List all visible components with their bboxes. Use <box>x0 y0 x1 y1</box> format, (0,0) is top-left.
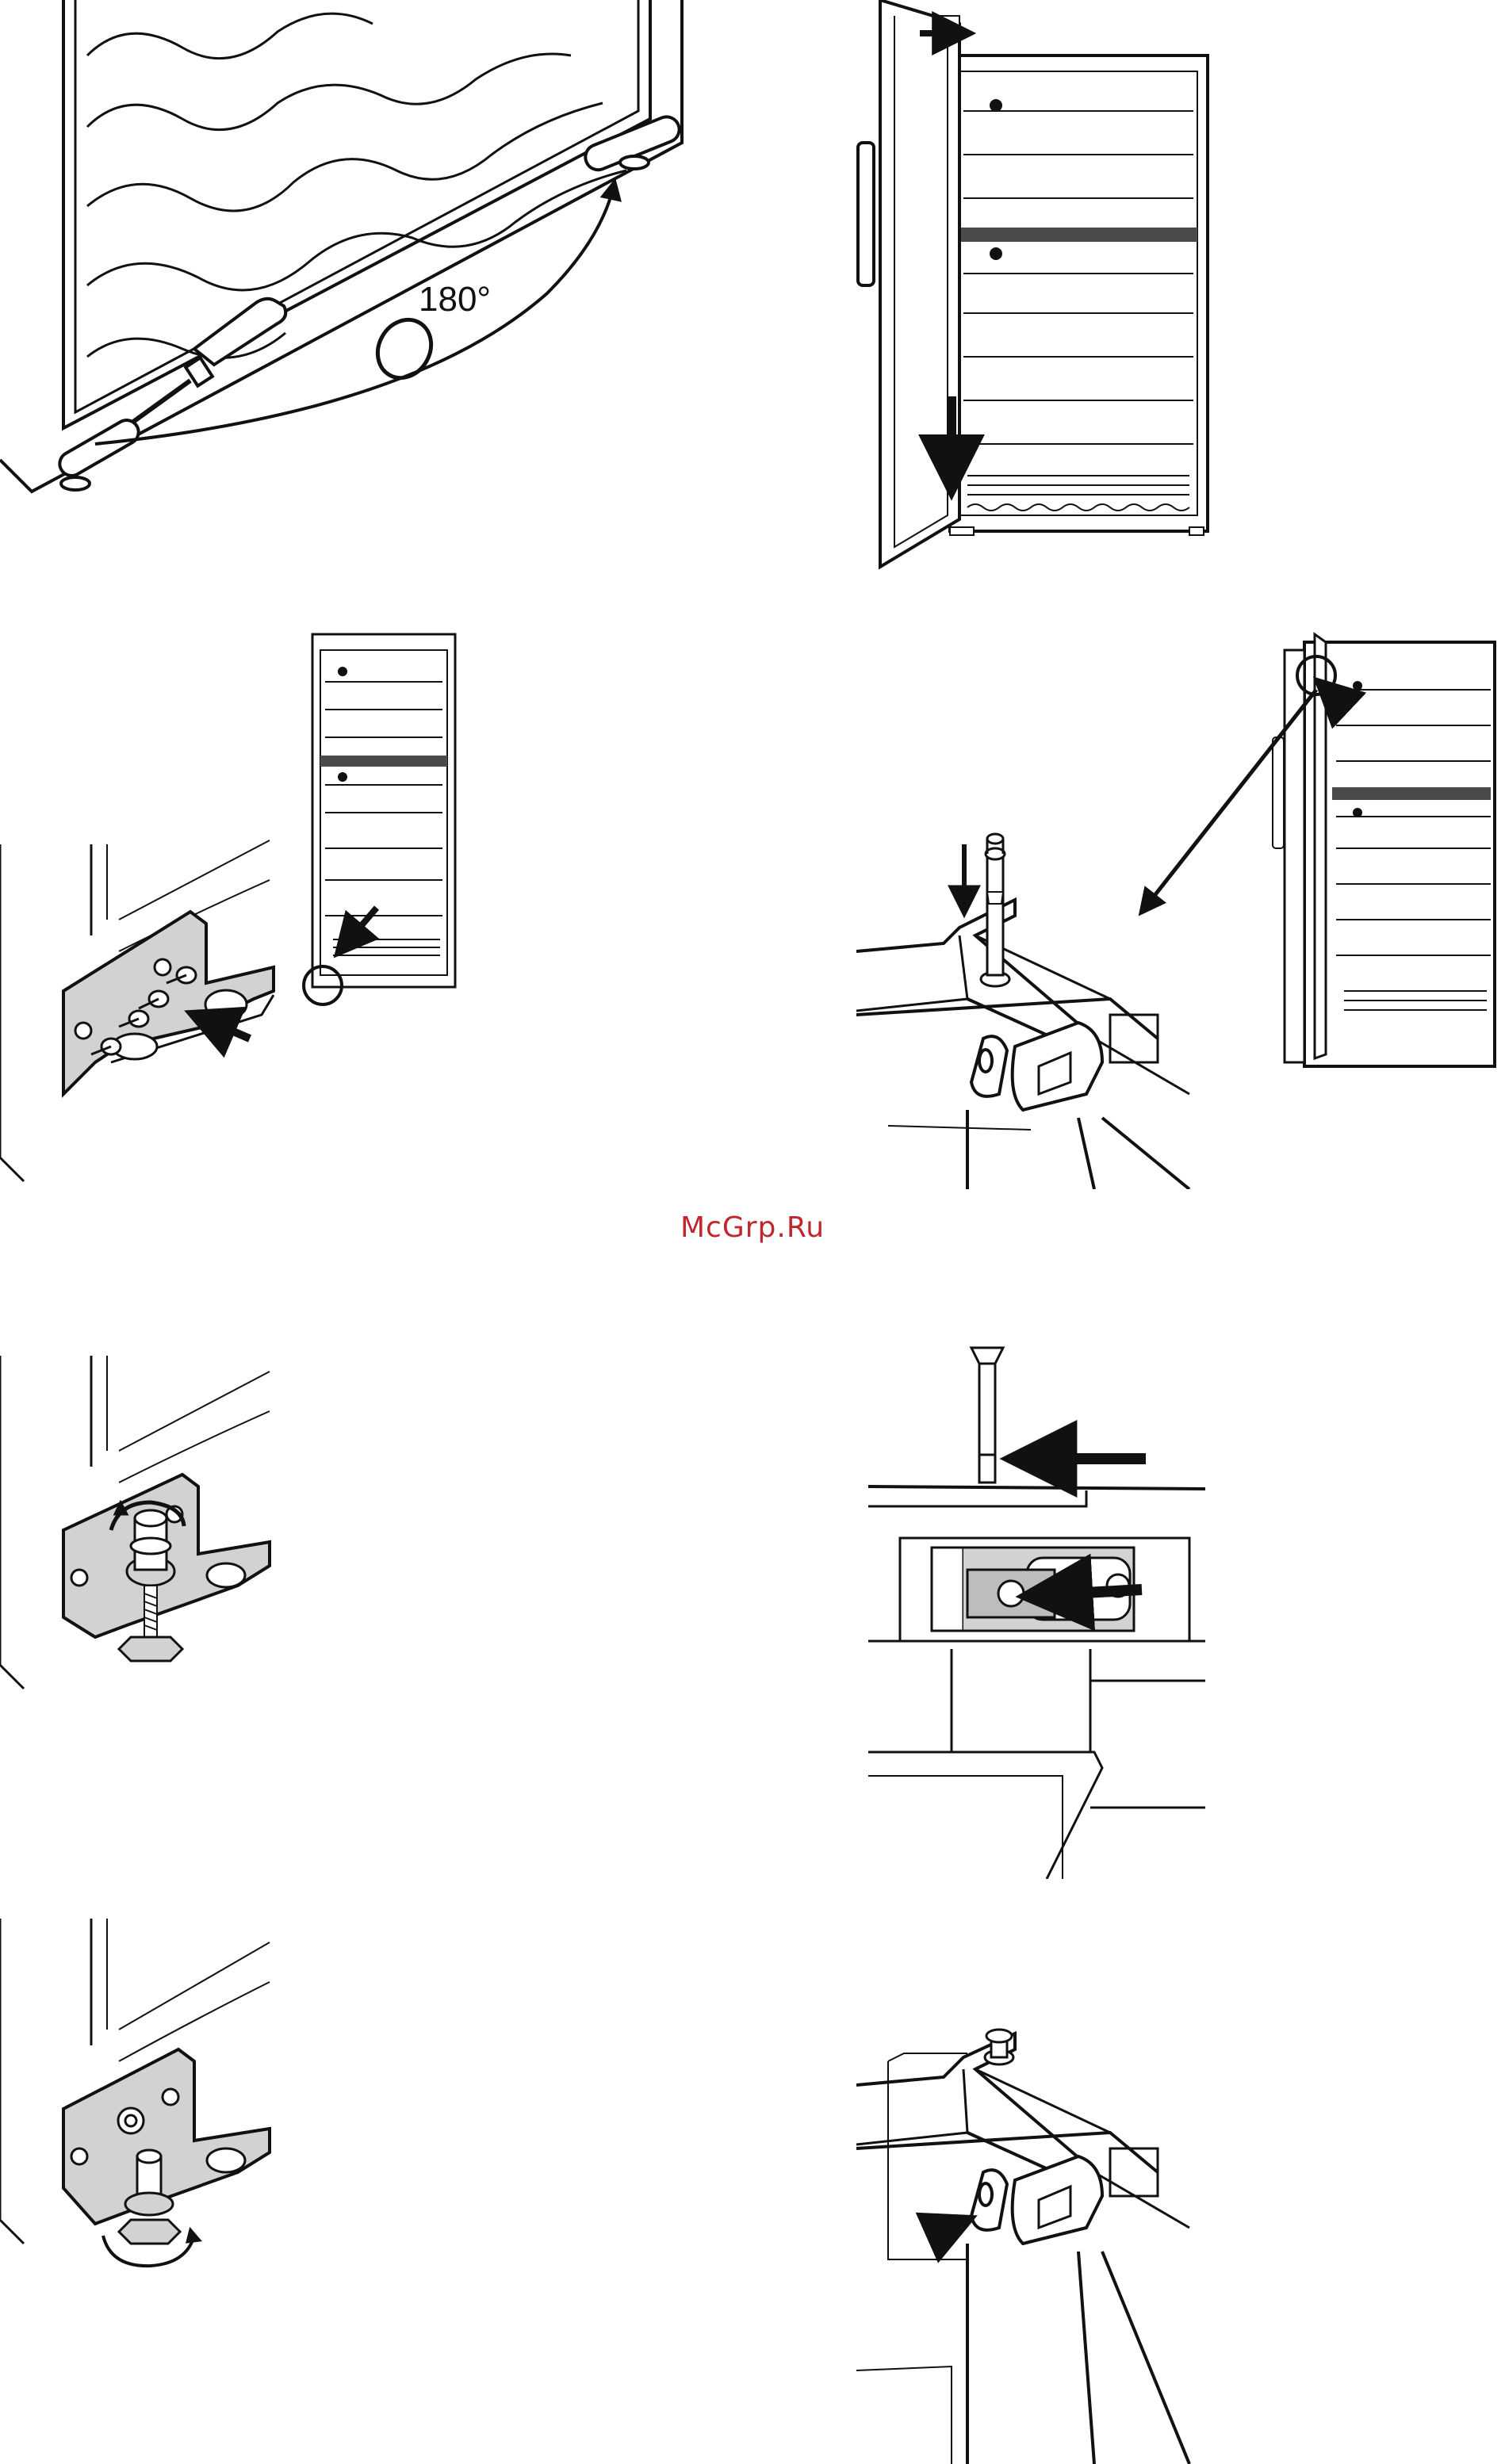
watermark: McGrp.Ru <box>0 1211 1505 1244</box>
panel-cover-screw <box>856 2006 1505 2464</box>
panel-insert-pin <box>856 618 1505 1189</box>
panel-open-door <box>856 0 1221 579</box>
panel-mount-bolt <box>0 1348 476 1760</box>
panel-rotate-foot: 180° <box>0 0 698 523</box>
pin-icon <box>981 834 1009 986</box>
rotation-angle-label: 180° <box>419 280 491 319</box>
panel-tighten-foot <box>0 1903 476 2315</box>
panel-slide-hinge <box>856 1332 1221 1879</box>
panel-bottom-hinge <box>0 618 476 1189</box>
screwdriver-icon <box>119 299 285 432</box>
